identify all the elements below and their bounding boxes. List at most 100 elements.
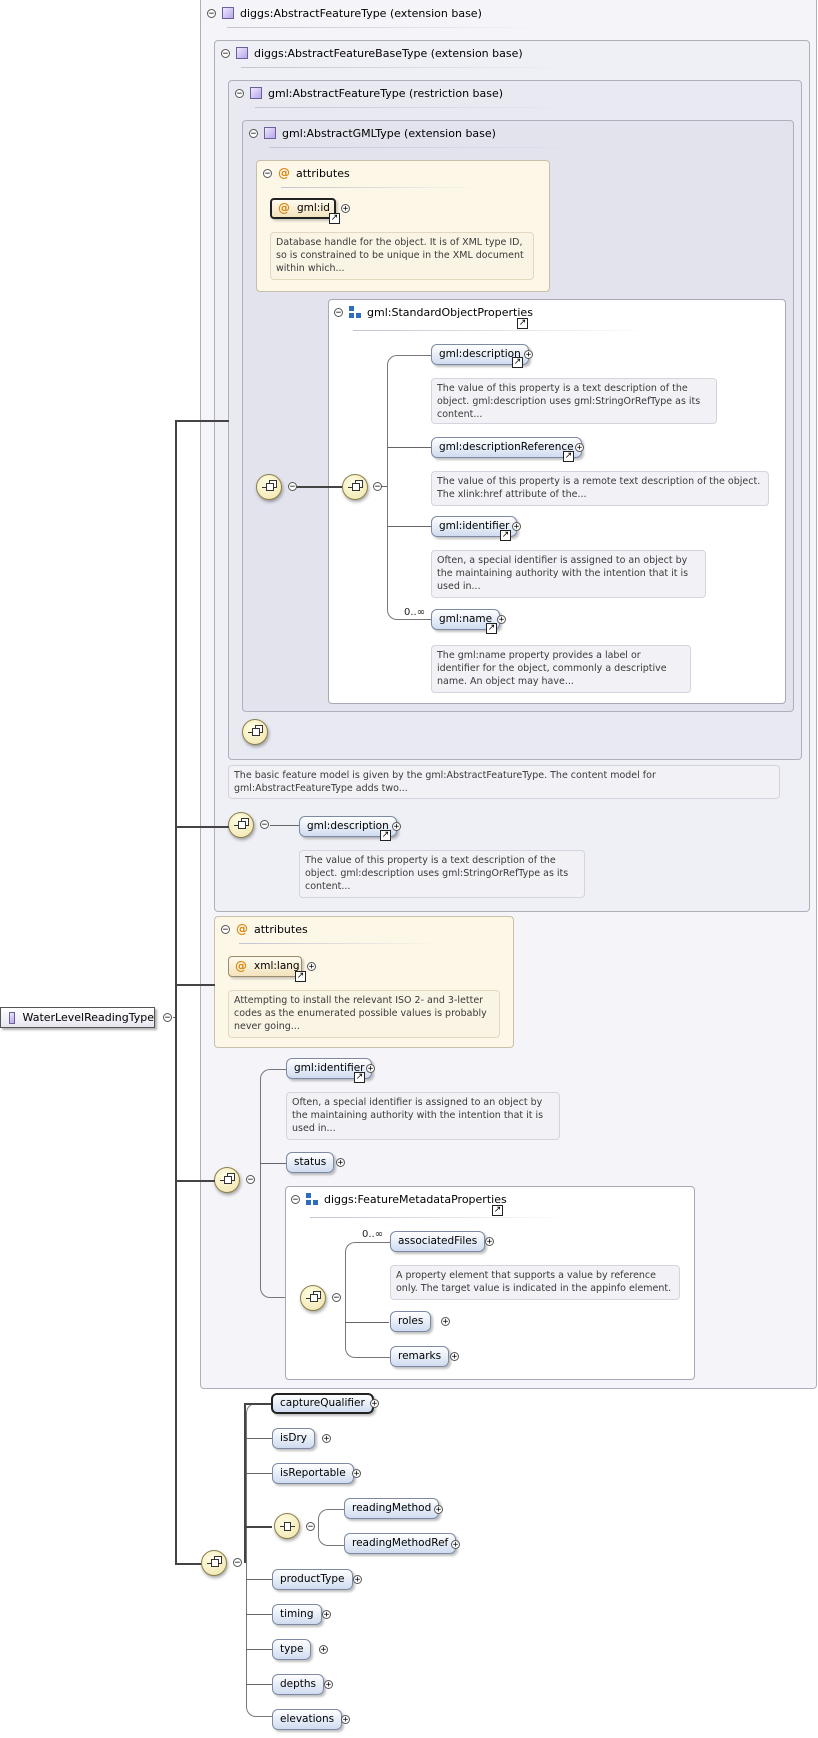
sequence-icon[interactable]: [242, 719, 268, 745]
element-product-type[interactable]: productType: [272, 1569, 353, 1590]
element-elevations[interactable]: elevations: [272, 1709, 343, 1730]
expand-icon[interactable]: +: [353, 1575, 362, 1585]
collapse-icon[interactable]: −: [221, 924, 230, 935]
expand-icon[interactable]: +: [341, 1715, 350, 1725]
expand-icon[interactable]: +: [352, 1469, 361, 1479]
expand-icon[interactable]: +: [324, 1680, 333, 1690]
expand-icon[interactable]: +: [434, 1505, 443, 1515]
reference-icon[interactable]: ↗: [517, 318, 528, 329]
element-remarks[interactable]: remarks: [390, 1346, 450, 1367]
expand-icon[interactable]: +: [450, 1352, 459, 1362]
panel-title: gml:AbstractFeatureType (restriction bas…: [268, 86, 504, 100]
expand-icon[interactable]: +: [441, 1317, 450, 1327]
sequence-icon[interactable]: [201, 1550, 227, 1576]
expand-icon[interactable]: +: [485, 1237, 494, 1247]
expand-icon[interactable]: +: [370, 1399, 379, 1409]
group-icon: [349, 306, 361, 318]
sequence-icon[interactable]: [256, 474, 282, 500]
attribute-icon: @: [235, 959, 247, 973]
attr-xml-lang[interactable]: @ xml:lang: [228, 956, 302, 977]
collapse-icon[interactable]: −: [332, 1293, 341, 1303]
group-icon: [306, 1193, 318, 1205]
sequence-icon[interactable]: [228, 812, 254, 838]
element-base-gml-description[interactable]: gml:description: [299, 816, 397, 837]
reference-icon[interactable]: ↗: [486, 623, 497, 634]
doc-gml-description: The value of this property is a text des…: [431, 378, 717, 424]
expand-icon[interactable]: +: [451, 1540, 460, 1550]
expand-icon[interactable]: +: [366, 1064, 375, 1074]
occurrence-label: 0..∞: [404, 607, 426, 618]
doc-gml-id: Database handle for the object. It is of…: [270, 232, 534, 280]
element-gml-identifier[interactable]: gml:identifier: [431, 516, 518, 537]
expand-icon[interactable]: +: [575, 443, 584, 453]
collapse-icon[interactable]: −: [207, 8, 216, 19]
collapse-icon[interactable]: −: [306, 1522, 315, 1532]
reference-icon[interactable]: ↗: [512, 357, 523, 368]
element-gml-name[interactable]: gml:name: [431, 609, 501, 630]
attr-label: xml:lang: [254, 960, 300, 972]
doc-base-gml-description: The value of this property is a text des…: [299, 850, 585, 898]
attributes-label: attributes: [254, 922, 308, 936]
collapse-icon[interactable]: −: [288, 482, 297, 492]
expand-icon[interactable]: +: [322, 1434, 331, 1444]
attr-gml-id[interactable]: @ gml:id: [270, 198, 336, 219]
collapse-icon[interactable]: −: [246, 1175, 255, 1185]
element-is-dry[interactable]: isDry: [272, 1428, 316, 1449]
collapse-icon[interactable]: −: [263, 168, 272, 179]
collapse-icon[interactable]: −: [291, 1194, 300, 1205]
expand-icon[interactable]: +: [341, 204, 350, 214]
element-gml-description[interactable]: gml:description: [431, 344, 529, 365]
element-associated-files[interactable]: associatedFiles: [390, 1231, 486, 1252]
root-type[interactable]: WaterLevelReadingType: [0, 1007, 155, 1028]
collapse-icon[interactable]: −: [163, 1013, 172, 1023]
expand-icon[interactable]: +: [319, 1645, 328, 1655]
expand-icon[interactable]: +: [322, 1610, 331, 1620]
complex-type-icon: [9, 1011, 15, 1024]
collapse-icon[interactable]: −: [249, 128, 258, 139]
element-diggs-gml-identifier[interactable]: gml:identifier: [286, 1058, 373, 1079]
reference-icon[interactable]: ↗: [563, 451, 574, 462]
sequence-icon[interactable]: [300, 1285, 326, 1311]
element-roles[interactable]: roles: [390, 1311, 432, 1332]
element-timing[interactable]: timing: [272, 1604, 322, 1625]
attributes-label: attributes: [296, 166, 350, 180]
doc-gml-identifier: Often, a special identifier is assigned …: [431, 550, 706, 598]
collapse-icon[interactable]: −: [334, 307, 343, 318]
element-capture-qualifier[interactable]: captureQualifier: [271, 1393, 374, 1414]
expand-icon[interactable]: +: [524, 350, 533, 360]
reference-icon[interactable]: ↗: [380, 830, 391, 841]
doc-associated-files: A property element that supports a value…: [390, 1265, 680, 1300]
expand-icon[interactable]: +: [307, 962, 316, 972]
group-title: diggs:FeatureMetadataProperties: [324, 1192, 507, 1206]
element-reading-method[interactable]: readingMethod: [344, 1498, 440, 1519]
reference-icon[interactable]: ↗: [492, 1205, 503, 1216]
expand-icon[interactable]: +: [512, 522, 521, 532]
expand-icon[interactable]: +: [336, 1158, 345, 1168]
group-title: gml:StandardObjectProperties: [367, 305, 533, 319]
reference-icon[interactable]: ↗: [500, 530, 511, 541]
complex-type-icon: [222, 7, 234, 19]
doc-gml-description-reference: The value of this property is a remote t…: [431, 471, 769, 506]
element-type[interactable]: type: [272, 1639, 312, 1660]
collapse-icon[interactable]: −: [235, 88, 244, 99]
expand-icon[interactable]: +: [497, 615, 506, 625]
doc-abstract-feature: The basic feature model is given by the …: [228, 765, 780, 799]
attribute-icon: @: [278, 166, 290, 180]
element-depths[interactable]: depths: [272, 1674, 325, 1695]
reference-icon[interactable]: ↗: [329, 213, 340, 224]
collapse-icon[interactable]: −: [373, 482, 382, 492]
sequence-icon[interactable]: [214, 1167, 240, 1193]
collapse-icon[interactable]: −: [221, 48, 230, 59]
occurrence-label: 0..∞: [362, 1229, 384, 1240]
expand-icon[interactable]: +: [392, 822, 401, 832]
reference-icon[interactable]: ↗: [354, 1072, 365, 1083]
element-reading-method-ref[interactable]: readingMethodRef: [344, 1533, 457, 1554]
choice-icon[interactable]: [274, 1513, 300, 1539]
element-gml-description-reference[interactable]: gml:descriptionReference: [431, 437, 582, 458]
reference-icon[interactable]: ↗: [295, 971, 306, 982]
collapse-icon[interactable]: −: [260, 820, 269, 830]
sequence-icon[interactable]: [342, 474, 368, 500]
collapse-icon[interactable]: −: [233, 1558, 242, 1568]
element-is-reportable[interactable]: isReportable: [272, 1463, 354, 1484]
element-status[interactable]: status: [286, 1152, 335, 1173]
